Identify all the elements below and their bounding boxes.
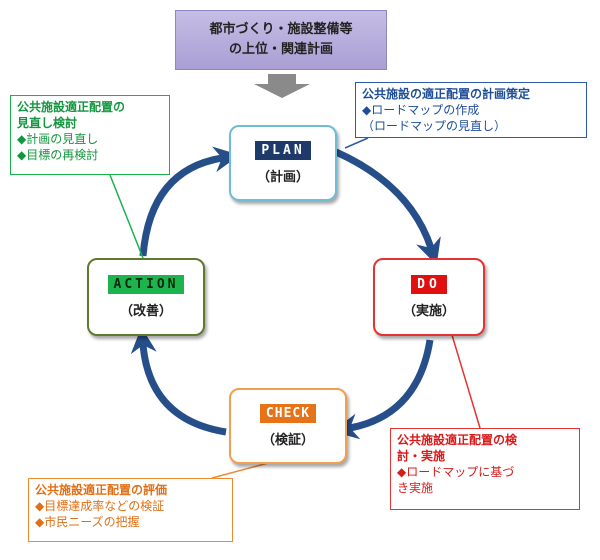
callout-plan-item: （ロードマップの見直し） [362, 119, 507, 133]
callout-check-title: 公共施設適正配置の評価 [35, 483, 168, 497]
do-sub: （実施） [402, 304, 455, 319]
callout-action-item: ◆目標の再検討 [17, 148, 99, 162]
callout-action: 公共施設適正配置の 見直し検討 ◆計画の見直し ◆目標の再検討 [10, 95, 170, 175]
check-label: CHECK [259, 404, 317, 423]
pointer-do [451, 334, 481, 429]
callout-do-title-2: 討・実施 [397, 449, 446, 463]
action-label: ACTION [107, 275, 185, 294]
callout-do-item: ◆ロードマップに基づ [397, 465, 515, 479]
callout-check-item: ◆市民ニーズの把握 [35, 515, 140, 529]
upper-plan-line2: の上位・関連計画 [228, 42, 333, 57]
callout-plan-title: 公共施設の適正配置の計画策定 [362, 87, 531, 101]
upper-plan-box: 都市づくり・施設整備等 の上位・関連計画 [175, 10, 387, 70]
pointer-plan [344, 137, 369, 149]
upper-plan-line1: 都市づくり・施設整備等 [209, 22, 353, 37]
callout-do-item: き実施 [397, 481, 434, 495]
callout-action-title-2: 見直し検討 [17, 116, 78, 130]
action-node: ACTION （改善） [87, 258, 205, 336]
check-sub: （検証） [261, 433, 314, 448]
down-arrow [254, 74, 310, 98]
do-node: DO （実施） [373, 258, 485, 336]
check-node: CHECK （検証） [229, 388, 347, 464]
callout-action-title-1: 公共施設適正配置の [17, 100, 126, 114]
pointer-action [109, 174, 144, 259]
callout-action-item: ◆計画の見直し [17, 132, 99, 146]
plan-node: PLAN （計画） [229, 125, 337, 201]
callout-plan-item: ◆ロードマップの作成 [362, 103, 480, 117]
action-sub: （改善） [119, 304, 172, 319]
callout-check: 公共施設適正配置の評価 ◆目標達成率などの検証 ◆市民ニーズの把握 [28, 478, 233, 542]
callout-do: 公共施設適正配置の検 討・実施 ◆ロードマップに基づ き実施 [390, 428, 580, 510]
arrow-plan-to-do [334, 148, 441, 266]
do-label: DO [411, 275, 447, 294]
arrow-check-to-action [130, 327, 227, 436]
pointer-check [211, 461, 273, 479]
arrow-do-to-check [332, 339, 434, 440]
arrow-action-to-plan [139, 146, 240, 257]
plan-label: PLAN [255, 141, 311, 160]
plan-sub: （計画） [256, 170, 309, 185]
callout-do-title-1: 公共施設適正配置の検 [397, 433, 518, 447]
callout-plan: 公共施設の適正配置の計画策定 ◆ロードマップの作成 （ロードマップの見直し） [355, 82, 587, 138]
callout-check-item: ◆目標達成率などの検証 [35, 499, 165, 513]
